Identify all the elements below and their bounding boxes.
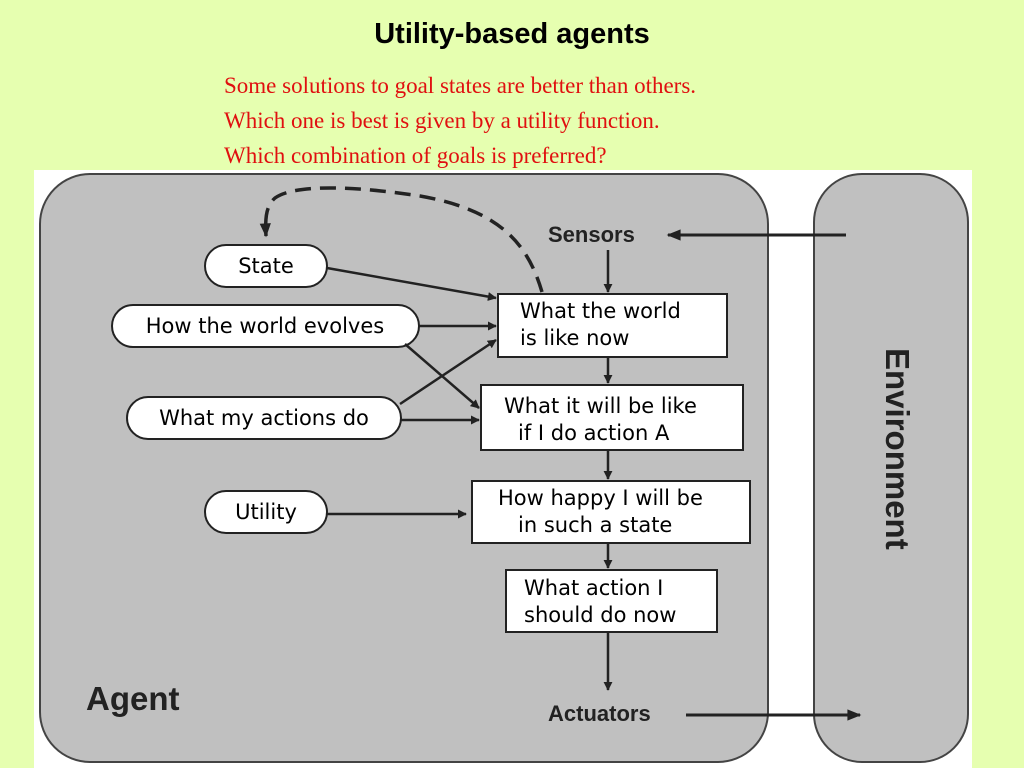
environment-label: Environment [879, 348, 916, 550]
box-will-be-like-line-2: if I do action A [518, 421, 670, 445]
box-will-be-like: What it will be like if I do action A [480, 384, 744, 451]
box-will-be-like-line-1: What it will be like [504, 394, 697, 418]
actuators-label: Actuators [548, 701, 651, 726]
actions-do-to-world-now-arrow [399, 338, 497, 406]
sensors-label: Sensors [548, 222, 635, 247]
subtitle-line-1: Some solutions to goal states are better… [224, 73, 697, 98]
subtitle-text: Some solutions to goal states are better… [224, 68, 696, 173]
oval-actions-do: What my actions do [126, 396, 402, 440]
oval-state: State [204, 244, 328, 288]
agent-panel [39, 173, 769, 763]
box-world-now-line-1: What the world [520, 299, 681, 323]
state-feedback-dashed-arrow [259, 186, 544, 293]
environment-panel [813, 173, 969, 763]
box-what-action-line-2: should do now [524, 603, 676, 627]
oval-utility-label: Utility [235, 500, 297, 524]
box-world-now: What the world is like now [497, 293, 728, 358]
oval-actions-do-label: What my actions do [159, 406, 369, 430]
slide-title: Utility-based agents [374, 18, 650, 50]
box-what-action: What action I should do now [505, 569, 718, 633]
subtitle-line-3: Which combination of goals is preferred? [224, 143, 607, 168]
box-how-happy-line-1: How happy I will be [498, 486, 703, 510]
state-to-world-now-arrow [326, 266, 497, 302]
oval-utility: Utility [204, 490, 328, 534]
box-what-action-line-1: What action I [524, 576, 663, 600]
agent-label: Agent [86, 680, 180, 717]
subtitle-line-2: Which one is best is given by a utility … [224, 108, 660, 133]
box-how-happy: How happy I will be in such a state [471, 480, 751, 544]
box-how-happy-line-2: in such a state [518, 513, 672, 537]
oval-world-evolves-label: How the world evolves [146, 314, 384, 338]
oval-world-evolves: How the world evolves [111, 304, 420, 348]
box-world-now-line-2: is like now [520, 326, 629, 350]
oval-state-label: State [238, 254, 294, 278]
